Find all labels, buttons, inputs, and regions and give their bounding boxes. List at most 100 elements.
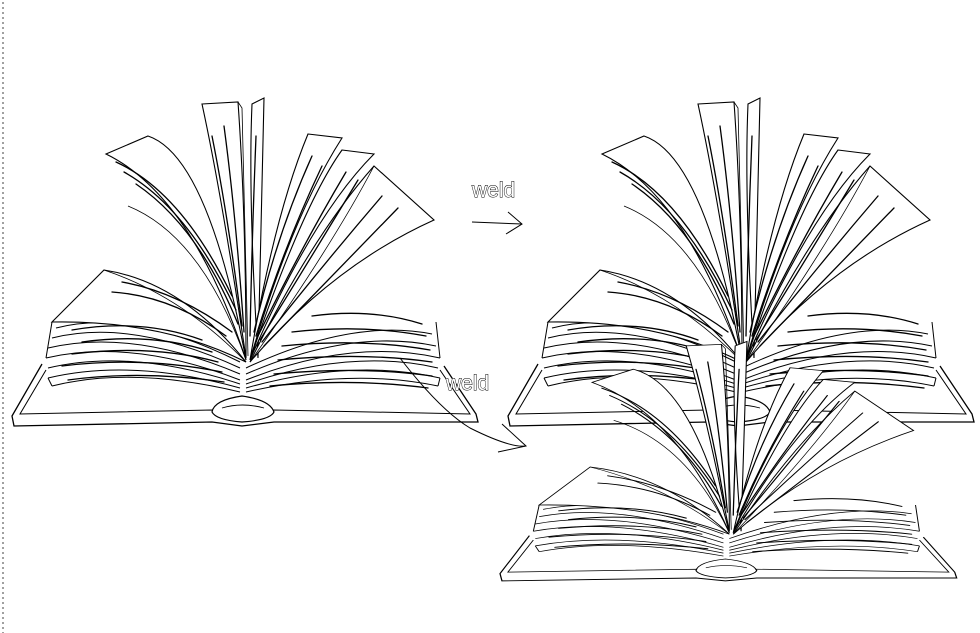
ruler-tick [2, 247, 4, 249]
ruler-tick [2, 242, 4, 244]
book-original[interactable] [11, 97, 479, 427]
ruler-tick [2, 152, 4, 154]
ruler-tick [2, 612, 4, 614]
ruler-tick [2, 427, 4, 429]
ruler-tick [2, 207, 4, 209]
ruler-tick [2, 437, 4, 439]
ruler-tick [2, 492, 4, 494]
ruler-tick [2, 222, 4, 224]
ruler-tick [2, 622, 4, 624]
ruler-tick [2, 567, 4, 569]
ruler-tick [2, 597, 4, 599]
ruler-tick [2, 587, 4, 589]
ruler-tick [2, 62, 4, 64]
ruler-tick [2, 602, 4, 604]
ruler-tick [2, 562, 4, 564]
ruler-tick [2, 77, 4, 79]
ruler-tick [2, 552, 4, 554]
ruler-tick [2, 32, 4, 34]
ruler-tick [2, 377, 4, 379]
ruler-tick [2, 262, 4, 264]
ruler-tick [2, 82, 4, 84]
ruler-tick [2, 47, 4, 49]
ruler-tick [2, 342, 4, 344]
ruler-tick [2, 92, 4, 94]
ruler-tick [2, 332, 4, 334]
ruler-tick [2, 177, 4, 179]
ruler-tick [2, 557, 4, 559]
left-ruler [2, 2, 4, 633]
ruler-tick [2, 112, 4, 114]
ruler-tick [2, 117, 4, 119]
ruler-tick [2, 357, 4, 359]
ruler-tick [2, 107, 4, 109]
ruler-tick [2, 172, 4, 174]
ruler-tick [2, 67, 4, 69]
ruler-tick [2, 367, 4, 369]
ruler-tick [2, 42, 4, 44]
ruler-tick [2, 352, 4, 354]
ruler-tick [2, 402, 4, 404]
ruler-tick [2, 457, 4, 459]
ruler-tick [2, 187, 4, 189]
ruler-tick [2, 392, 4, 394]
ruler-tick [2, 447, 4, 449]
ruler-tick [2, 167, 4, 169]
weld-arrow-bottom: weld [399, 357, 528, 453]
ruler-tick [2, 432, 4, 434]
ruler-tick [2, 497, 4, 499]
ruler-tick [2, 502, 4, 504]
ruler-tick [2, 462, 4, 464]
ruler-tick [2, 287, 4, 289]
ruler-tick [2, 522, 4, 524]
weld-label-top: weld [471, 179, 515, 202]
ruler-tick [2, 277, 4, 279]
ruler-tick [2, 297, 4, 299]
ruler-tick [2, 302, 4, 304]
ruler-tick [2, 322, 4, 324]
ruler-tick [2, 582, 4, 584]
ruler-tick [2, 97, 4, 99]
ruler-tick [2, 467, 4, 469]
ruler-tick [2, 577, 4, 579]
ruler-tick [2, 487, 4, 489]
ruler-tick [2, 267, 4, 269]
ruler-tick [2, 452, 4, 454]
ruler-tick [2, 202, 4, 204]
ruler-tick [2, 132, 4, 134]
ruler-tick [2, 17, 4, 19]
ruler-tick [2, 52, 4, 54]
ruler-tick [2, 512, 4, 514]
weld-label-bottom: weld [445, 372, 489, 395]
ruler-tick [2, 102, 4, 104]
ruler-tick [2, 227, 4, 229]
ruler-tick [2, 12, 4, 14]
ruler-tick [2, 627, 4, 629]
ruler-tick [2, 372, 4, 374]
ruler-tick [2, 507, 4, 509]
ruler-tick [2, 217, 4, 219]
ruler-tick [2, 127, 4, 129]
ruler-tick [2, 397, 4, 399]
ruler-tick [2, 542, 4, 544]
ruler-tick [2, 57, 4, 59]
ruler-tick [2, 412, 4, 414]
ruler-tick [2, 417, 4, 419]
ruler-tick [2, 252, 4, 254]
ruler-tick [2, 212, 4, 214]
ruler-tick [2, 347, 4, 349]
ruler-tick [2, 572, 4, 574]
ruler-tick [2, 442, 4, 444]
ruler-tick [2, 272, 4, 274]
ruler-tick [2, 337, 4, 339]
ruler-tick [2, 517, 4, 519]
ruler-tick [2, 72, 4, 74]
ruler-tick [2, 162, 4, 164]
ruler-tick [2, 147, 4, 149]
ruler-tick [2, 292, 4, 294]
ruler-tick [2, 87, 4, 89]
ruler-tick [2, 537, 4, 539]
ruler-tick [2, 257, 4, 259]
